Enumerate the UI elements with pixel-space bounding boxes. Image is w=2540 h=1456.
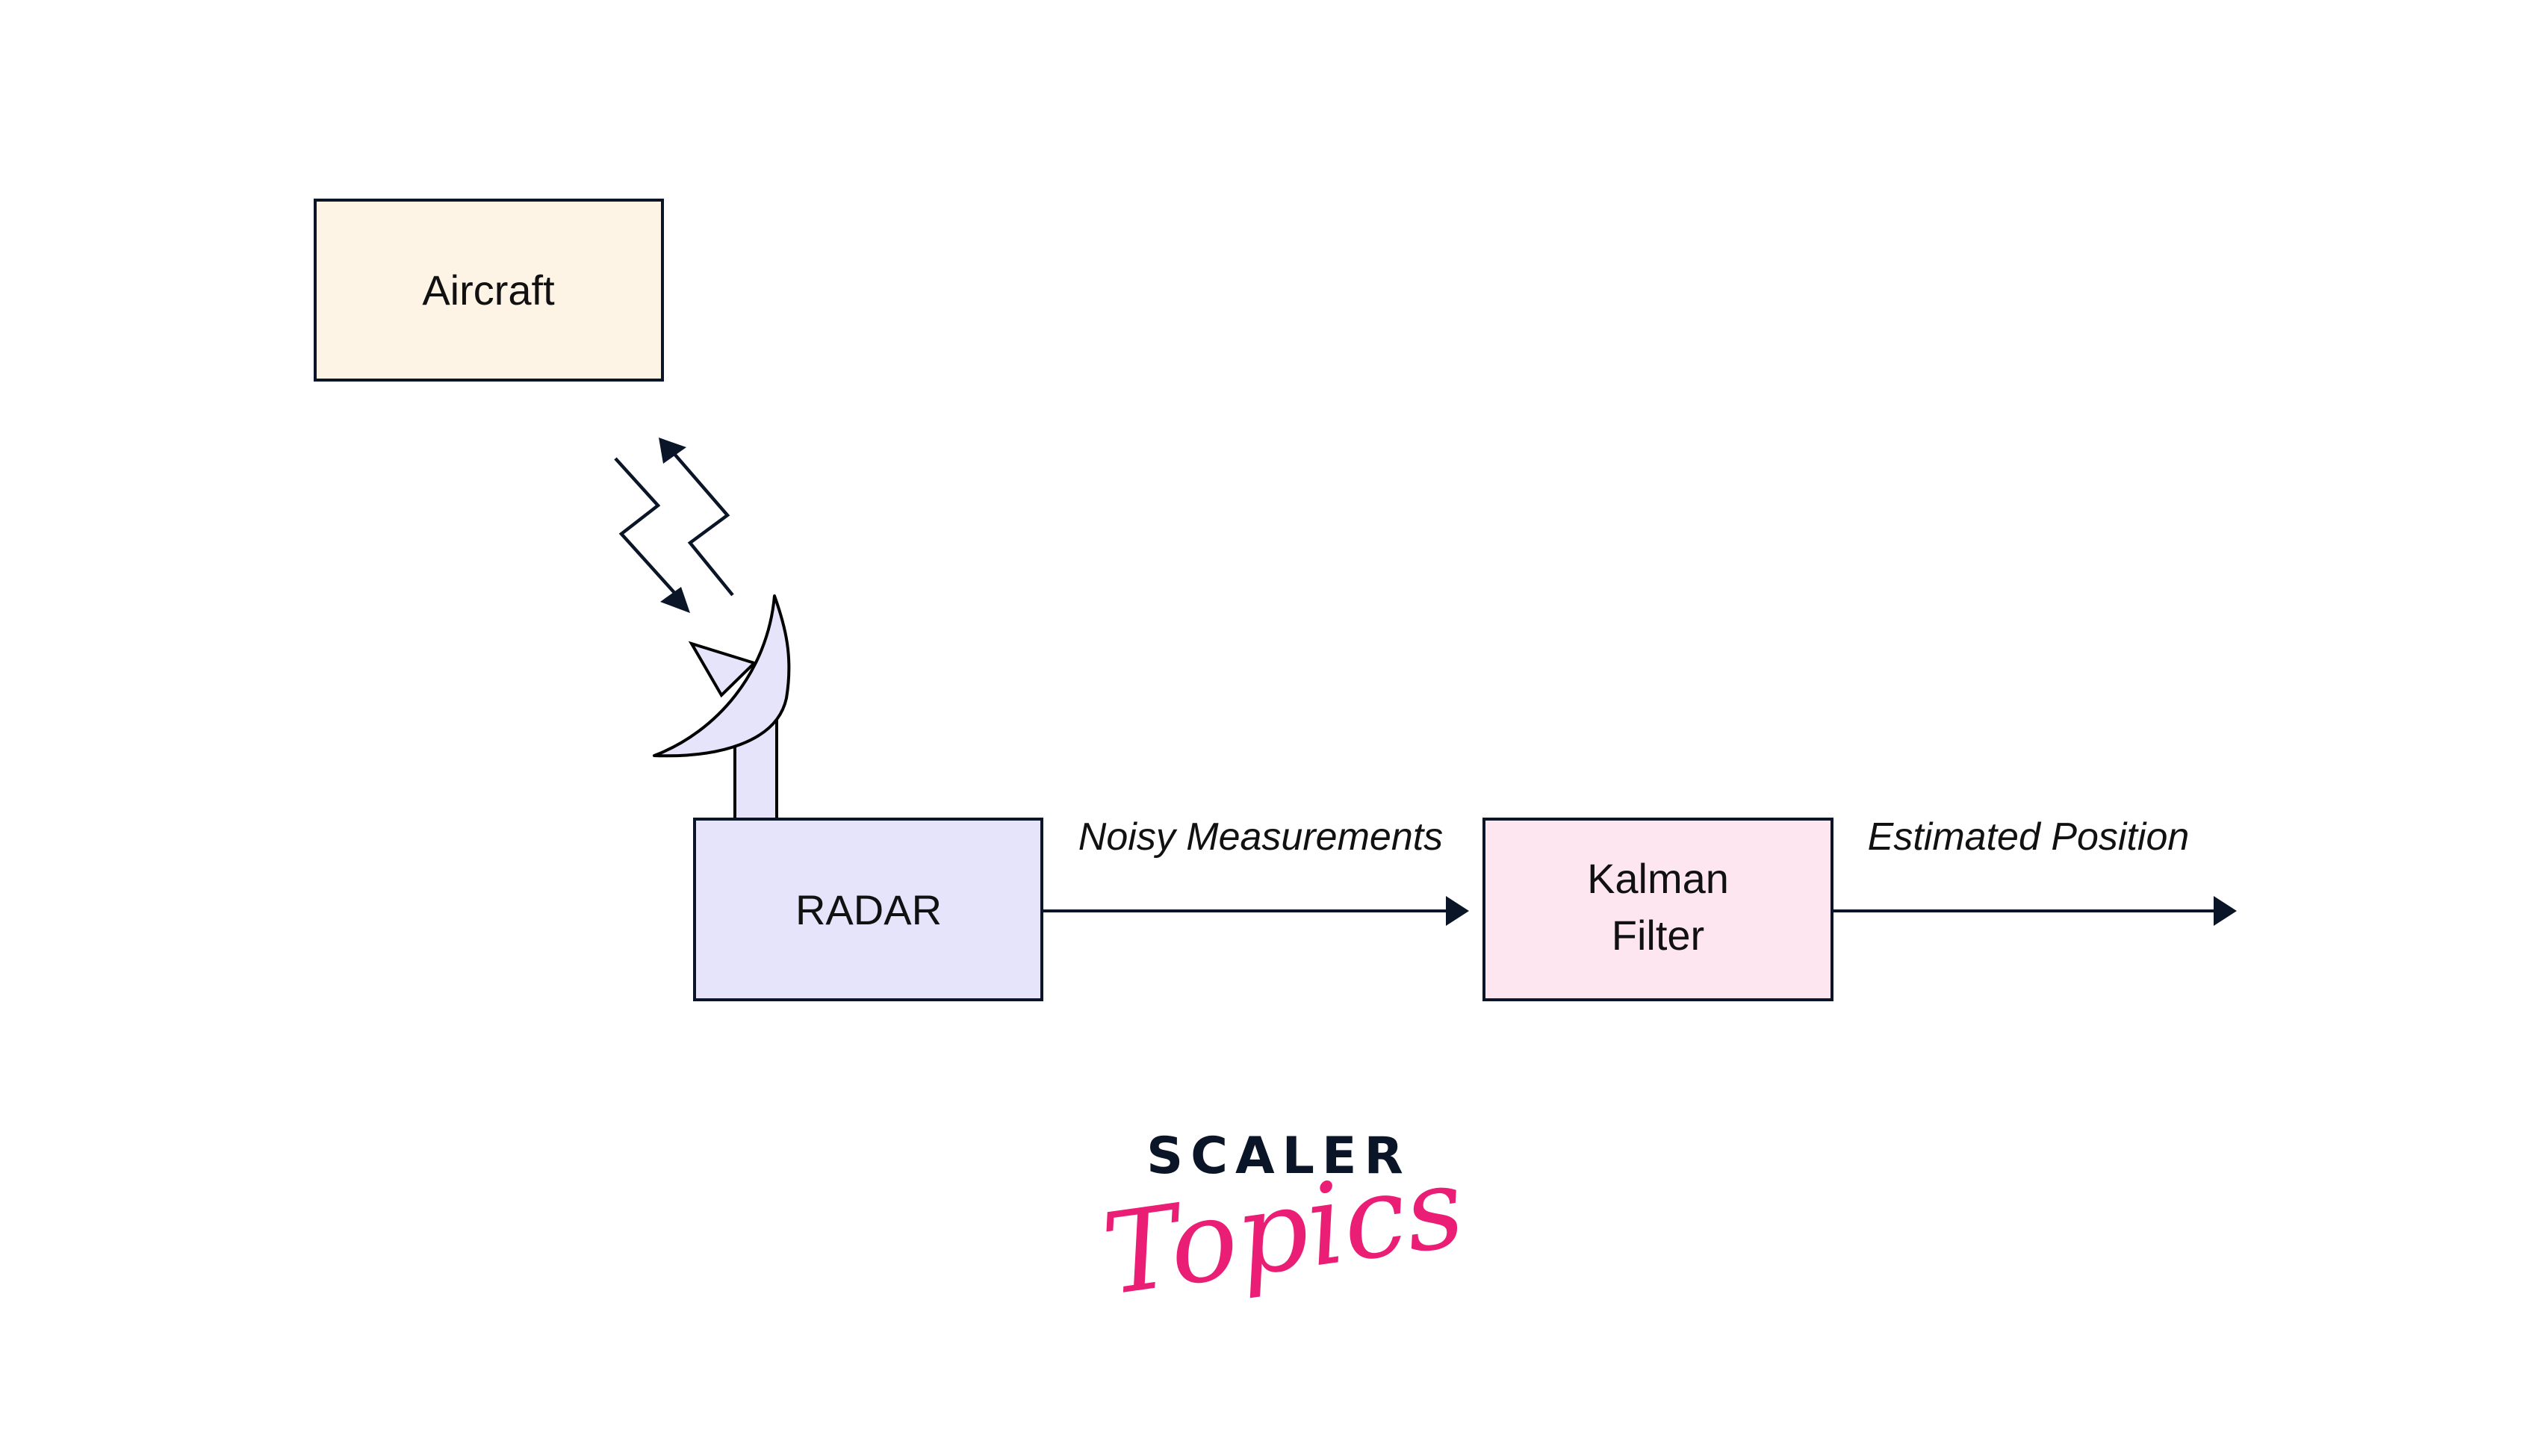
estimated-position-label: Estimated Position [1868, 815, 2190, 859]
radar-node: RADAR [693, 818, 1043, 1001]
noisy-measurements-arrowhead-icon [1446, 896, 1469, 926]
aircraft-box [314, 199, 664, 382]
radar-dish-icon [653, 594, 791, 821]
estimated-position-arrowhead-icon [2214, 896, 2237, 926]
kalman-filter-node: Kalman Filter [1482, 818, 1833, 1001]
aircraft-node: Aircraft [314, 199, 664, 382]
kalman-filter-box [1482, 818, 1833, 1001]
signal-down-arrow [614, 457, 690, 613]
kalman-label-line2: Filter [1612, 912, 1704, 959]
aircraft-label: Aircraft [422, 267, 555, 314]
signal-up-arrow [659, 438, 734, 597]
logo-scaler-text: SCALER [1146, 1127, 1411, 1186]
signal-up-arrowhead-icon [659, 438, 686, 464]
scaler-topics-logo: SCALER Topics [1096, 1127, 1471, 1321]
signal-down-arrowhead-icon [660, 587, 690, 613]
edge-estimated-position: Estimated Position [1832, 815, 2237, 926]
noisy-measurements-label: Noisy Measurements [1078, 815, 1443, 859]
kalman-label-line1: Kalman [1587, 855, 1729, 902]
radar-label: RADAR [795, 886, 942, 933]
edge-noisy-measurements: Noisy Measurements [1042, 815, 1469, 926]
radar-box [693, 818, 1043, 1001]
